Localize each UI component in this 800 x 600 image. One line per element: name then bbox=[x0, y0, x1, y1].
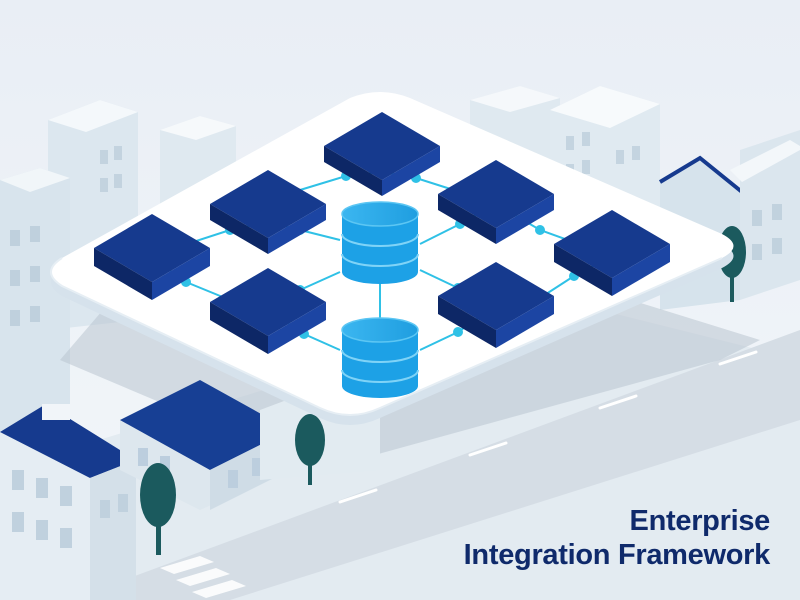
street bbox=[70, 330, 800, 600]
module-lower-left bbox=[210, 268, 326, 354]
module-top bbox=[324, 112, 440, 196]
database-icon bbox=[341, 201, 419, 284]
module-upper-right bbox=[438, 160, 554, 244]
module-right bbox=[554, 210, 670, 296]
buildings-foreground bbox=[0, 380, 380, 600]
tree-icon bbox=[295, 414, 325, 485]
crosswalk bbox=[160, 556, 246, 598]
module-lower-right bbox=[438, 262, 554, 348]
module-left bbox=[94, 214, 210, 300]
road-markings bbox=[338, 350, 758, 504]
tree-icon bbox=[140, 463, 176, 555]
caption-line-2: Integration Framework bbox=[463, 538, 771, 571]
database-icon bbox=[341, 317, 419, 398]
module-upper-left bbox=[210, 170, 326, 254]
caption: Enterprise Integration Framework bbox=[463, 504, 771, 572]
caption-line-1: Enterprise bbox=[629, 504, 771, 537]
